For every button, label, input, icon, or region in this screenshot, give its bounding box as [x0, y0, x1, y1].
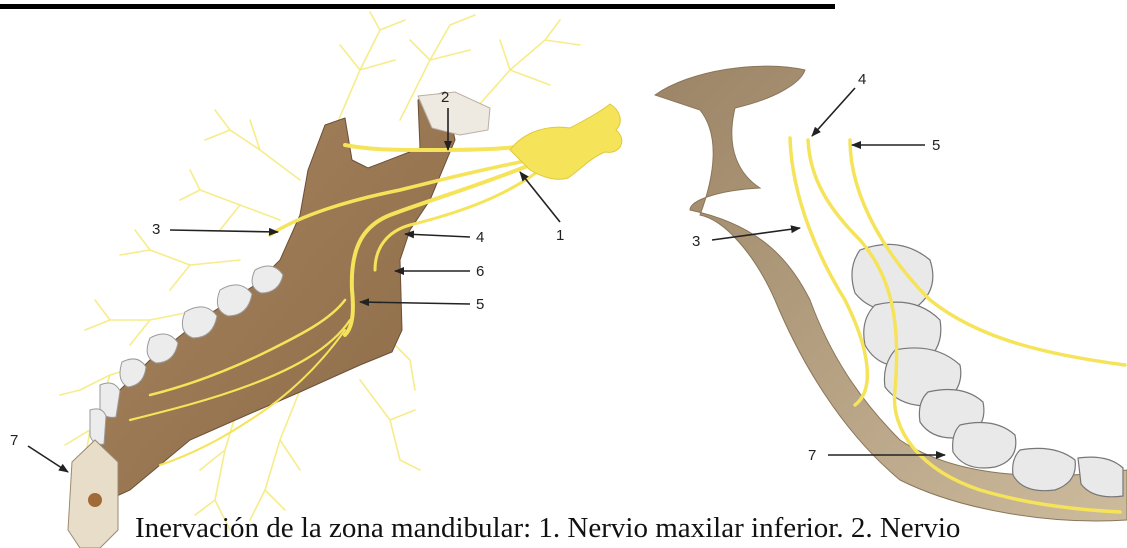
left-label-5: 5	[476, 296, 484, 313]
left-mandible	[60, 12, 622, 548]
figure-caption: Inervación de la zona mandibular: 1. Ner…	[135, 508, 1125, 548]
right-label-7: 7	[808, 447, 816, 464]
left-label-7: 7	[10, 432, 18, 449]
right-label-3: 3	[692, 233, 700, 250]
right-label-4: 4	[858, 71, 866, 88]
left-mandible-bone	[98, 92, 455, 500]
left-label-4: 4	[476, 229, 484, 246]
left-label-2: 2	[441, 89, 449, 106]
right-label-5: 5	[932, 137, 940, 154]
left-label-6: 6	[476, 263, 484, 280]
left-label-1: 1	[556, 227, 564, 244]
right-mandible	[655, 66, 1127, 521]
left-label-3: 3	[152, 221, 160, 238]
left-tooth-pulp	[88, 493, 102, 507]
